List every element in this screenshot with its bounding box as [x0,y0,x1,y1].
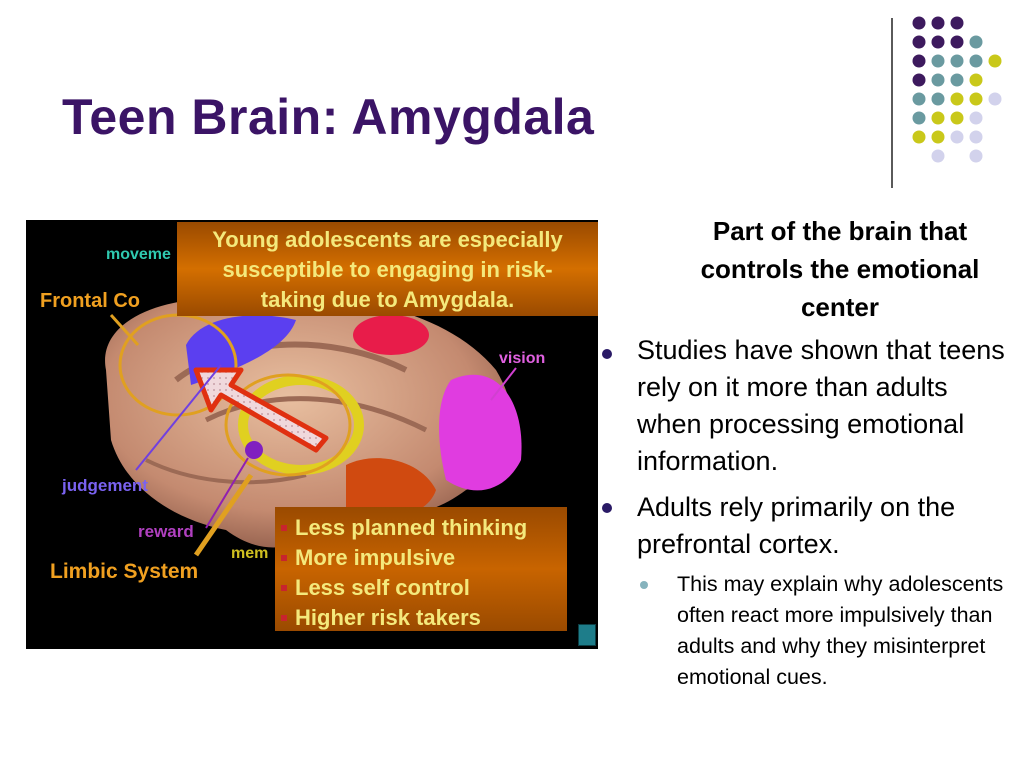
decorative-dot [969,130,983,144]
traits-callout: Less planned thinking More impulsive Les… [275,507,567,631]
decorative-dot [912,54,926,68]
trait-item: Less self control [281,573,567,603]
limbic-pointer [193,473,254,557]
cerebellum-region [346,458,436,519]
decorative-dot [912,111,926,125]
callout-line: susceptible to engaging in risk- [222,257,553,282]
decorative-dot [912,16,926,30]
vision-region [439,374,522,491]
label-limbic-system: Limbic System [50,560,199,583]
label-reward: reward [138,522,194,541]
risk-taking-callout: Young adolescents are especially suscept… [177,222,598,316]
parietal-region [353,315,429,355]
decorative-dot [950,111,964,125]
decorative-dot [931,16,945,30]
callout-line: Young adolescents are especially [212,227,563,252]
decorative-dot [969,54,983,68]
amygdala [245,441,263,459]
decorative-dot [931,92,945,106]
frontal-pointer [109,313,140,347]
label-judgement: judgement [62,476,148,495]
square-bullet-icon [281,615,287,621]
decorative-dot [969,35,983,49]
decorative-dot-grid [912,16,1002,163]
brain-illustration [105,297,522,557]
brain-fold [145,458,307,485]
decorative-dot [931,73,945,87]
callout-line: taking due to Amygdala. [260,287,515,312]
decorative-dot [912,130,926,144]
trait-item: Higher risk takers [281,603,567,633]
bullet-dot-icon [602,349,612,359]
intro-paragraph: Part of the brain that controls the emot… [700,216,980,322]
decorative-dot [988,92,1002,106]
decorative-dot [950,54,964,68]
brain-figure: moveme Frontal Co vision judgement rewar… [26,220,598,649]
square-bullet-icon [281,585,287,591]
label-vision: vision [499,350,546,367]
bullet-item: Studies have shown that teens rely on it… [637,335,1005,476]
decorative-dot [950,35,964,49]
pathway-arrow [193,367,329,453]
decorative-dot [950,73,964,87]
bullet-dot-icon [602,503,612,513]
square-bullet-icon [281,525,287,531]
bullet-item: Adults rely primarily on the prefrontal … [637,492,956,559]
trait-item: More impulsive [281,543,567,573]
decorative-dot [950,16,964,30]
decorative-dot [931,54,945,68]
decorative-dot [969,92,983,106]
decorative-dot [931,111,945,125]
source-logo-icon [578,624,596,646]
decorative-dot [950,92,964,106]
decorative-dot [950,130,964,144]
label-frontal-cortex: Frontal Co [40,290,140,312]
label-memory: mem [231,545,269,562]
label-movement: moveme [106,246,171,263]
decorative-dot [912,92,926,106]
slide-title: Teen Brain: Amygdala [62,89,595,145]
decorative-dot [969,73,983,87]
decorative-dot [931,130,945,144]
decorative-dot [912,35,926,49]
vision-pointer [490,367,517,401]
decorative-dot [931,35,945,49]
sub-bullet-dot-icon [640,581,648,589]
decorative-dot [912,73,926,87]
title-divider [891,18,893,188]
judgement-pointer [135,364,222,471]
square-bullet-icon [281,555,287,561]
limbic-ring [238,375,364,475]
decorative-dot [969,111,983,125]
decorative-dot [931,149,945,163]
reward-pointer [205,457,249,529]
sub-bullet-item: This may explain why adolescents often r… [677,572,1004,689]
amygdala-highlight-ring [224,373,352,477]
trait-item: Less planned thinking [281,513,567,543]
decorative-dot [988,54,1002,68]
decorative-dot [969,149,983,163]
